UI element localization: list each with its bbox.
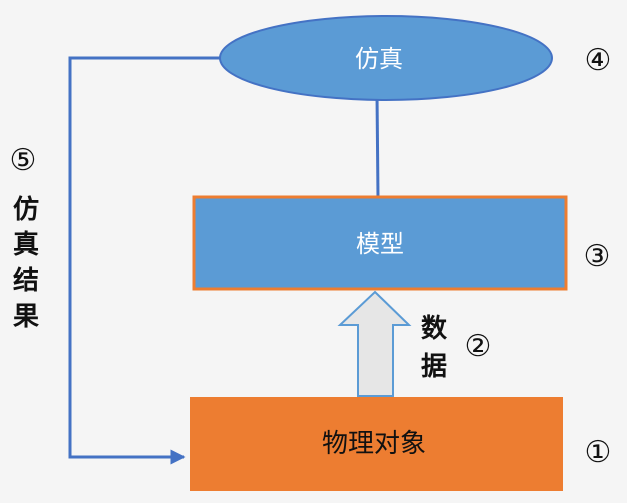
simulation-label: 仿真 xyxy=(355,45,403,73)
sim-result-char: 结 xyxy=(13,266,39,296)
simulation-node: 仿真 xyxy=(219,15,553,101)
sim-result-char: 真 xyxy=(13,230,39,260)
physical-object-label: 物理对象 xyxy=(322,429,426,459)
simulation-ellipse xyxy=(219,15,553,101)
sim-result-char: 果 xyxy=(13,302,39,332)
physical-object-box xyxy=(190,397,563,491)
marker-1: ① xyxy=(585,435,612,470)
marker-4: ④ xyxy=(585,43,612,78)
marker-2: ② xyxy=(465,329,492,364)
marker-5: ⑤ xyxy=(10,143,37,178)
simulation-model-connector xyxy=(375,93,380,198)
model-label: 模型 xyxy=(356,230,404,258)
physical-object-node: 物理对象 xyxy=(190,397,563,491)
model-box xyxy=(192,195,568,291)
marker-3: ③ xyxy=(584,239,611,274)
data-label-line2: 据 xyxy=(421,352,447,382)
data-up-arrow xyxy=(337,290,412,397)
data-label-line1: 数 xyxy=(421,314,448,344)
sim-result-char: 仿 xyxy=(13,194,39,225)
feedback-connector xyxy=(68,56,222,465)
sim-result-label: 仿 真 结 果 xyxy=(13,194,39,332)
model-node: 模型 xyxy=(192,195,568,291)
